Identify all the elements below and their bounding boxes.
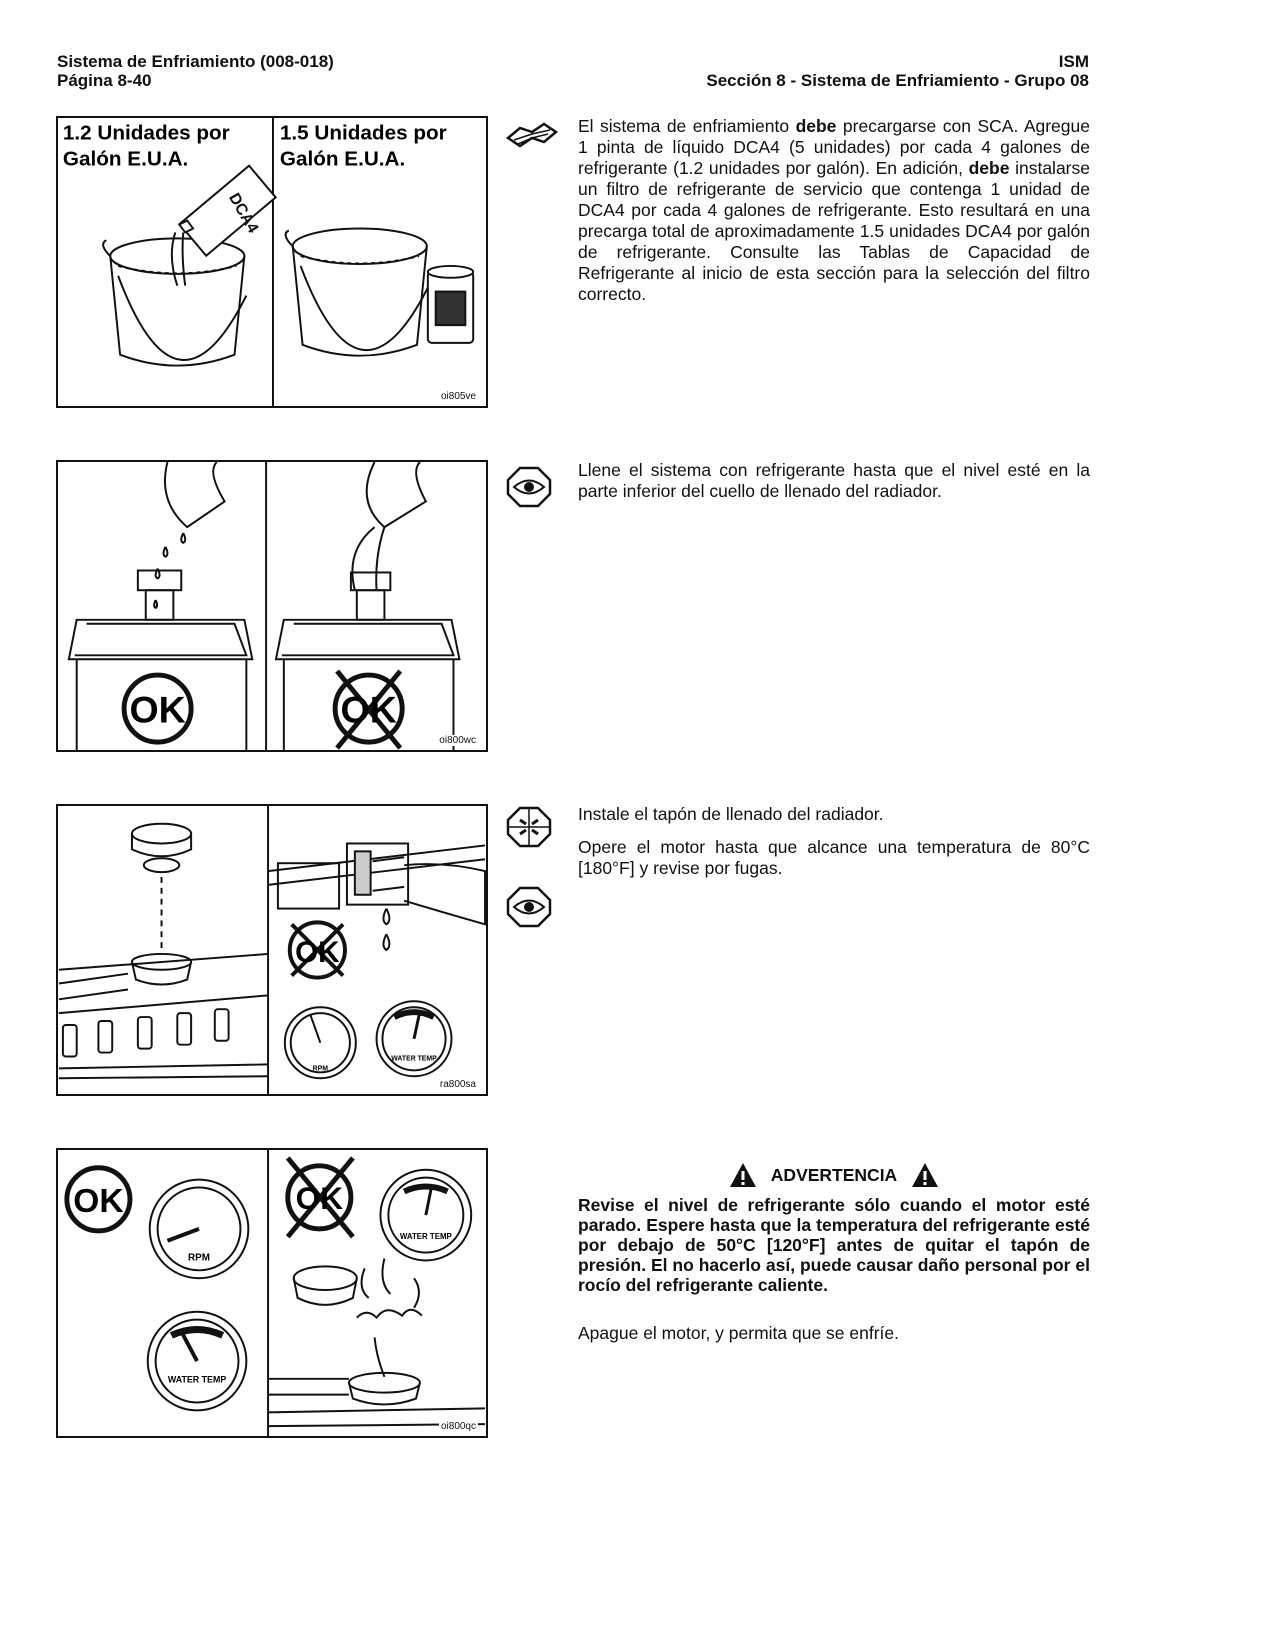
page-header-right: ISM Sección 8 - Sistema de Enfriamiento … [706, 52, 1089, 90]
ok-symbol-crossed: OK [295, 936, 340, 969]
left-bucket [102, 237, 248, 367]
figure-hot-coolant-warning: OK RPM WATER TEMP [56, 1148, 488, 1438]
rpm-gauge [283, 1006, 357, 1080]
left-radiator [67, 462, 254, 750]
section-group: Sección 8 - Sistema de Enfriamiento - Gr… [706, 71, 1089, 90]
warning-title: ADVERTENCIA [770, 1164, 898, 1185]
ok-symbol-left: OK [73, 1183, 123, 1220]
eye-icon [506, 886, 552, 928]
dca-bottle: DCA4 [170, 164, 278, 286]
water-temp-label-right: WATER TEMP [400, 1232, 452, 1241]
coolant-filter [426, 264, 475, 344]
figure-install-cap: OK RPM WATER TEMP ra800sa [56, 804, 488, 1096]
radiator-grille [58, 1008, 269, 1080]
radiator-cap [58, 822, 269, 1015]
water-temp-gauge [375, 1000, 453, 1078]
right-bucket [284, 227, 430, 357]
precharge-paragraph: El sistema de enfriamiento debe precarga… [578, 116, 1090, 304]
rpm-label: RPM [313, 1065, 329, 1072]
instruction-precharge: El sistema de enfriamiento debe precarga… [578, 116, 1090, 305]
radiator-fill-illustration: OK OK [67, 462, 461, 750]
warning-heading: ADVERTENCIA [578, 1160, 1090, 1190]
water-temp-label-left: WATER TEMP [168, 1375, 226, 1385]
run-engine-paragraph: Opere el motor hasta que alcance una tem… [578, 837, 1090, 878]
label-1-5-units-line2: Galón E.U.A. [280, 147, 405, 170]
shutdown-instruction: Apague el motor, y permita que se enfríe… [578, 1323, 900, 1343]
figure-code: oi800qc [438, 1421, 478, 1432]
page-number: Página 8-40 [57, 71, 152, 90]
warning-triangle-icon [729, 1163, 756, 1187]
figure-code: oi805ve [438, 391, 478, 402]
cap-install-illustration: OK RPM WATER TEMP [58, 806, 486, 1094]
rpm-gauge [148, 1178, 250, 1280]
label-1-2-units-line1: 1.2 Unidades por [63, 122, 230, 145]
install-cap-paragraph: Instale el tapón de llenado del radiador… [578, 804, 884, 824]
warning-illustration: OK RPM WATER TEMP [64, 1150, 486, 1436]
warning-triangle-icon [912, 1163, 939, 1187]
eye-icon [506, 466, 552, 508]
water-temp-gauge-left [146, 1310, 248, 1412]
ok-symbol-crossed: OK [296, 1180, 344, 1216]
water-temp-label: WATER TEMP [391, 1055, 437, 1062]
ok-symbol-left: OK [129, 688, 185, 730]
warning-body: Revise el nivel de refrigerante sólo cua… [578, 1195, 1090, 1295]
label-1-2-units-line2: Galón E.U.A. [63, 147, 188, 170]
figure-radiator-fill: OK OK oi800wc [56, 460, 488, 752]
right-radiator [274, 462, 461, 750]
instruction-fill: Llene el sistema con refrigerante hasta … [578, 460, 1090, 502]
book-icon [506, 118, 558, 154]
figure-code: ra800sa [437, 1079, 478, 1090]
fill-paragraph: Llene el sistema con refrigerante hasta … [578, 460, 1090, 501]
ok-symbol-right: OK [341, 688, 397, 730]
section-title: Sistema de Enfriamiento (008-018) [57, 52, 334, 71]
instruction-install-run: Instale el tapón de llenado del radiador… [578, 804, 1090, 879]
figure-code: oi800wc [437, 735, 478, 746]
rpm-label: RPM [188, 1252, 210, 1263]
hose-leak [267, 842, 486, 980]
page-header-left: Sistema de Enfriamiento (008-018) Página… [57, 52, 334, 90]
figure-coolant-precharge: 1.2 Unidades por Galón E.U.A. 1.5 Unidad… [56, 116, 488, 408]
install-icon [506, 806, 552, 848]
engine-model: ISM [1058, 52, 1089, 71]
bucket-illustration: 1.2 Unidades por Galón E.U.A. 1.5 Unidad… [63, 118, 475, 406]
label-1-5-units-line1: 1.5 Unidades por [280, 122, 447, 145]
hot-coolant-scene [268, 1156, 486, 1428]
